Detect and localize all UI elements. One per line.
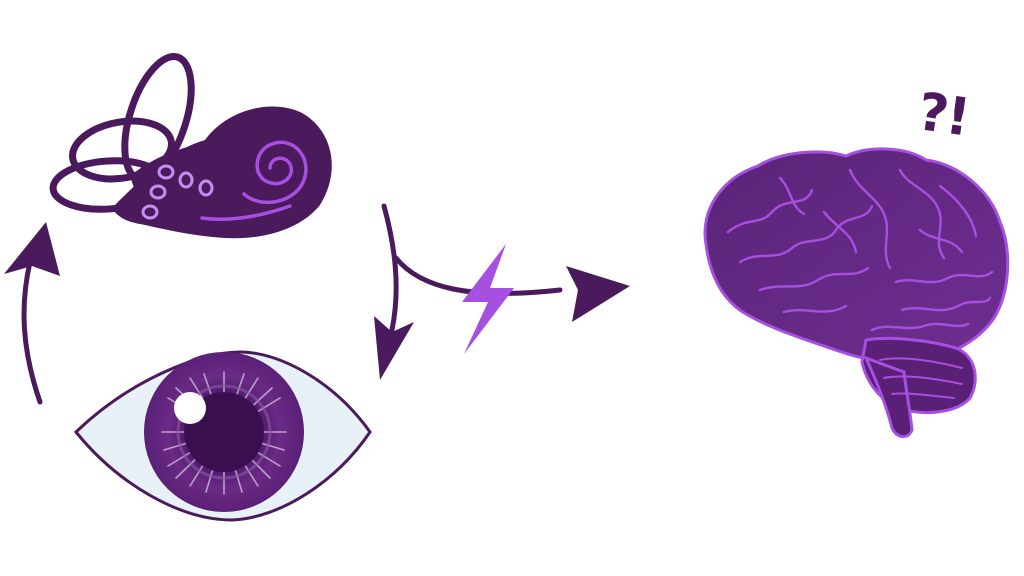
brain-annotation-text: ?! bbox=[914, 82, 972, 149]
eye-to-ear-arrow bbox=[4, 222, 60, 405]
lightning-bolt-icon bbox=[462, 244, 514, 354]
eye-icon bbox=[73, 350, 372, 522]
ear-to-eye-arrow bbox=[374, 203, 414, 380]
brain-icon bbox=[703, 147, 1010, 438]
ear-to-brain-arrow bbox=[393, 255, 630, 322]
inner-ear-icon bbox=[49, 53, 332, 239]
